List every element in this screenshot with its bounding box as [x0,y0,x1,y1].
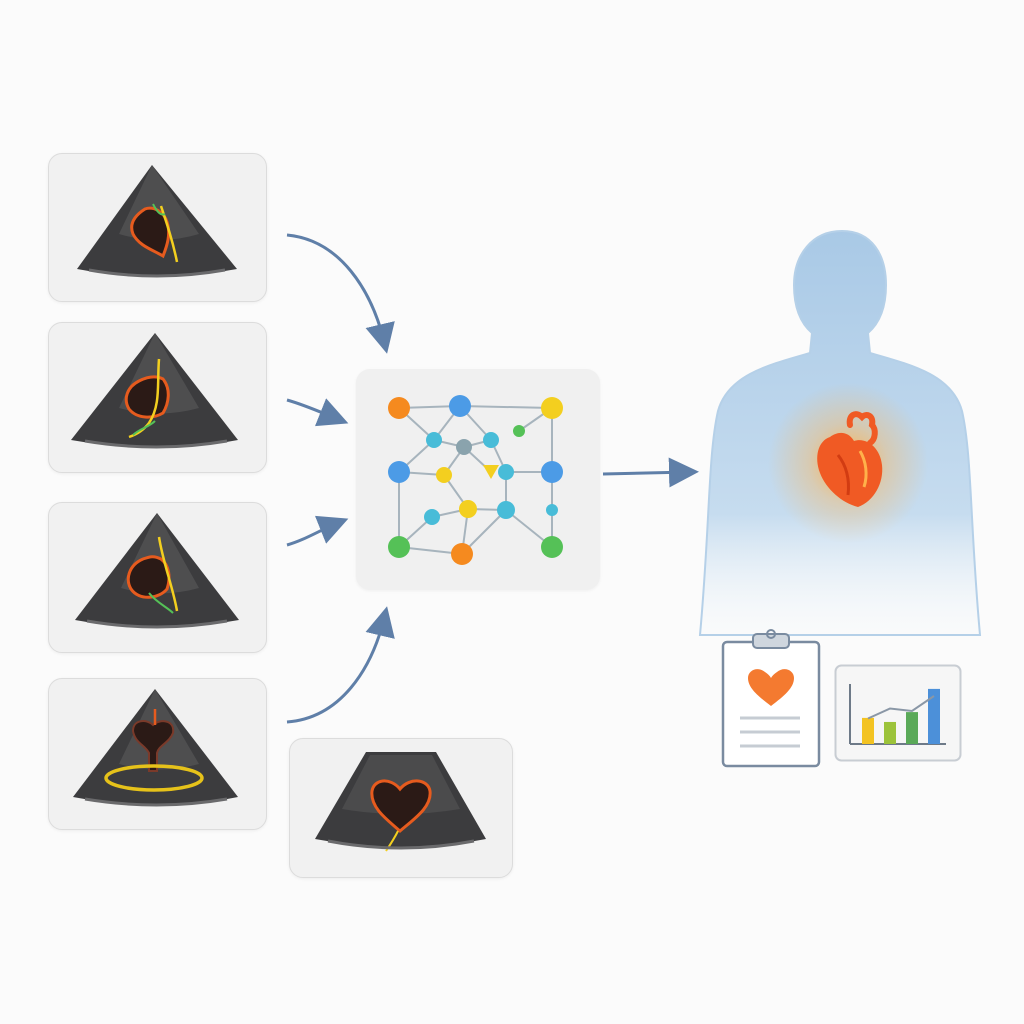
metric-bar-2 [884,721,896,744]
metric-trend-line [867,695,935,720]
ultrasound-scan-card-5 [289,738,513,878]
metric-bar-1 [862,717,874,744]
ultrasound-sector-icon [73,689,238,807]
arrow-model-to-patient [602,457,699,488]
arrow-scan-3-to-model [286,515,349,547]
ultrasound-scan-card-2 [48,322,267,473]
arrow-scan-1-to-model [286,233,395,354]
clipboard-icon [721,629,821,768]
ultrasound-sector-icon [71,333,238,449]
ultrasound-scan-card-1 [48,153,267,302]
ultrasound-scan-card-3 [48,502,267,653]
ultrasound-sector-icon [75,513,239,629]
ultrasound-sector-icon [315,752,486,852]
bar-chart-icon [834,664,962,762]
heart-icon [748,669,794,706]
arrow-scan-2-to-model [286,398,349,427]
patient-body-figure [698,229,982,636]
neural-network-panel [356,369,600,590]
metric-bar-3 [906,712,918,744]
ultrasound-sector-icon [77,165,237,278]
network-graph-icon [388,395,563,565]
ultrasound-scan-card-4 [48,678,267,830]
heart-icon [817,411,883,507]
arrow-scan-4-to-model [286,606,395,724]
metric-bar-4 [928,688,940,744]
